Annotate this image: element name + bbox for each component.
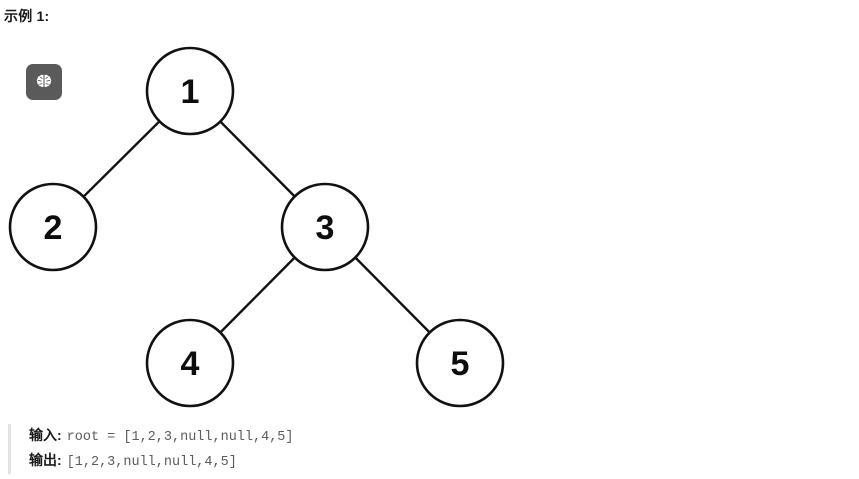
tree-node-circle-1	[145, 46, 235, 136]
output-label: 输出:	[29, 452, 62, 468]
input-label: 输入:	[29, 427, 62, 443]
brain-badge[interactable]	[26, 64, 62, 100]
example-heading: 示例 1:	[4, 8, 50, 24]
input-value: root = [1,2,3,null,null,4,5]	[66, 430, 294, 445]
tree-edge-n1-n2	[82, 120, 161, 198]
tree-node-2: 2	[8, 182, 98, 272]
tree-node-label-5: 5	[451, 345, 470, 383]
tree-edge-n3-n5	[354, 256, 431, 334]
binary-tree-diagram: 1 2 3 4 5	[0, 30, 560, 420]
tree-edge-n3-n4	[219, 256, 296, 334]
tree-node-circle-4	[145, 318, 235, 408]
output-line: 输出: [1,2,3,null,null,4,5]	[29, 449, 294, 474]
tree-node-circle-5	[415, 318, 505, 408]
output-value: [1,2,3,null,null,4,5]	[66, 455, 237, 470]
tree-node-group: 1 2 3 4 5	[8, 46, 505, 408]
tree-edge-group	[82, 120, 431, 334]
tree-node-circle-3	[280, 182, 370, 272]
tree-node-circle-2	[8, 182, 98, 272]
tree-edge-n1-n3	[219, 120, 296, 198]
tree-node-3: 3	[280, 182, 370, 272]
tree-node-label-3: 3	[316, 209, 335, 247]
tree-node-4: 4	[145, 318, 235, 408]
tree-node-label-4: 4	[181, 345, 200, 383]
tree-node-5: 5	[415, 318, 505, 408]
input-line: 输入: root = [1,2,3,null,null,4,5]	[29, 424, 294, 449]
io-block: 输入: root = [1,2,3,null,null,4,5] 输出: [1,2,…	[8, 424, 294, 474]
tree-node-label-1: 1	[181, 73, 200, 111]
tree-node-label-2: 2	[44, 209, 63, 247]
tree-node-1: 1	[145, 46, 235, 136]
brain-icon	[34, 72, 54, 92]
